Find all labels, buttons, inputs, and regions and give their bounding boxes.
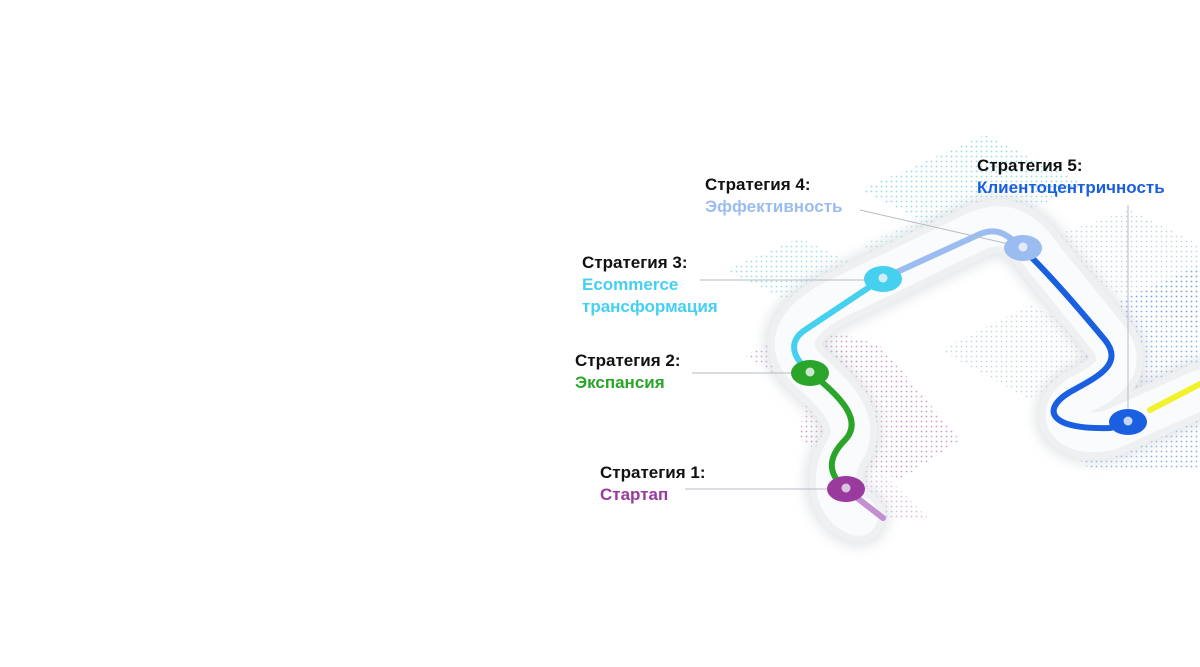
strategy-3-name-line2: трансформация bbox=[582, 297, 718, 316]
segment-customer bbox=[1023, 249, 1129, 432]
label-strategy-3: Стратегия 3: Ecommerce трансформация bbox=[582, 252, 718, 318]
leader-lines bbox=[685, 205, 1129, 490]
segment-next bbox=[1147, 381, 1200, 413]
marker-strategy-2 bbox=[791, 360, 829, 386]
strategy-4-heading: Стратегия 4: bbox=[705, 175, 811, 194]
strategy-2-heading: Стратегия 2: bbox=[575, 351, 681, 370]
strategy-5-heading: Стратегия 5: bbox=[977, 156, 1083, 175]
marker-strategy-3 bbox=[864, 266, 902, 292]
marker-strategy-1 bbox=[827, 476, 865, 502]
label-strategy-1: Стратегия 1: Стартап bbox=[600, 462, 706, 506]
label-strategy-4: Стратегия 4: Эффективность bbox=[705, 174, 842, 218]
strategy-3-name-line1: Ecommerce bbox=[582, 275, 679, 294]
marker-strategy-4 bbox=[1004, 235, 1042, 261]
label-strategy-5: Стратегия 5: Клиентоцентричность bbox=[977, 155, 1165, 199]
strategy-2-name: Экспансия bbox=[575, 373, 665, 392]
strategy-1-name: Стартап bbox=[600, 485, 669, 504]
road bbox=[763, 195, 1200, 547]
strategy-3-heading: Стратегия 3: bbox=[582, 253, 688, 272]
segment-expansion bbox=[809, 371, 855, 491]
marker-strategy-5 bbox=[1109, 409, 1147, 435]
strategy-1-heading: Стратегия 1: bbox=[600, 463, 706, 482]
strategy-4-name: Эффективность bbox=[705, 197, 843, 216]
label-strategy-2: Стратегия 2: Экспансия bbox=[575, 350, 681, 394]
strategy-5-name: Клиентоцентричность bbox=[977, 178, 1165, 197]
